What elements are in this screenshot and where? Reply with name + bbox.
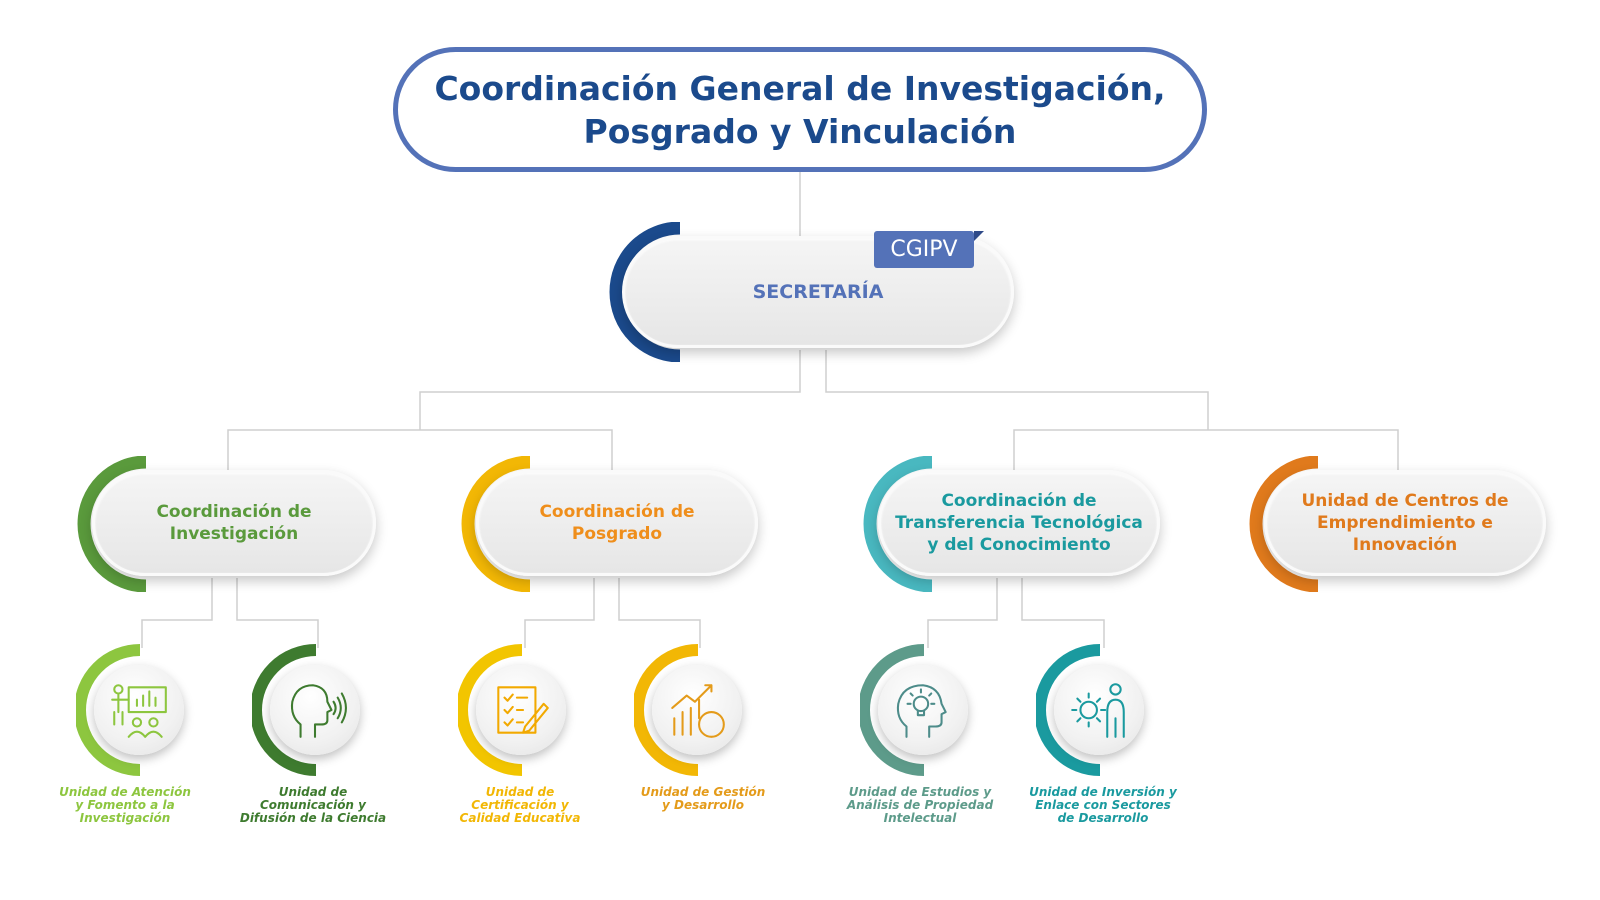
unit-circle-2 xyxy=(270,665,360,755)
main-title-box: Coordinación General de Investigación, P… xyxy=(393,47,1207,172)
coordination-arc-1 xyxy=(77,456,147,592)
title-line-2: Posgrado y Vinculación xyxy=(583,111,1017,151)
title-line-1: Coordinación General de Investigación, xyxy=(434,68,1166,108)
coordination-arc-4 xyxy=(1249,456,1319,592)
coordination-transferencia: Coordinación de Transferencia Tecnológic… xyxy=(878,470,1160,576)
speaking-head-icon xyxy=(290,684,347,738)
unit-label-6: Unidad de Inversión y Enlace con Sectore… xyxy=(1029,785,1177,825)
unit-label-1: Unidad de Atención y Fomento a la Invest… xyxy=(59,785,191,825)
unit-arc-1 xyxy=(76,644,141,776)
checklist-pencil-icon xyxy=(497,686,549,734)
coordination-arc-3 xyxy=(863,456,933,592)
coordination-label-1: Coordinación de Investigación xyxy=(156,502,312,544)
teacher-presentation-icon xyxy=(111,684,167,738)
unit-circle-3 xyxy=(476,665,566,755)
coordination-posgrado: Coordinación de Posgrado xyxy=(476,470,758,576)
unit-circle-6 xyxy=(1054,665,1144,755)
person-gear-icon xyxy=(1071,683,1125,738)
unit-arc-3 xyxy=(458,644,523,776)
unit-circle-4 xyxy=(652,665,742,755)
unit-arc-6 xyxy=(1036,644,1101,776)
coordination-investigacion: Coordinación de Investigación xyxy=(92,470,376,576)
unit-label-5: Unidad de Estudios y Análisis de Propied… xyxy=(846,785,994,825)
secretaria-node: SECRETARÍA xyxy=(622,236,1014,348)
cgipv-badge: CGIPV xyxy=(874,231,974,268)
unit-label-4: Unidad de Gestión y Desarrollo xyxy=(640,785,766,812)
secretaria-label: SECRETARÍA xyxy=(752,281,884,303)
unit-circle-1 xyxy=(94,665,184,755)
idea-head-icon xyxy=(896,684,947,738)
coordination-label-2: Coordinación de Posgrado xyxy=(539,502,695,544)
unit-circle-5 xyxy=(878,665,968,755)
coordination-label-3: Coordinación de Transferencia Tecnológic… xyxy=(895,491,1143,555)
unit-arc-2 xyxy=(252,644,317,776)
secretaria-arc xyxy=(609,222,681,362)
growth-chart-icon xyxy=(671,684,725,738)
coordination-arc-2 xyxy=(461,456,531,592)
unit-arc-4 xyxy=(634,644,699,776)
unit-arc-5 xyxy=(860,644,925,776)
unit-label-2: Unidad de Comunicación y Difusión de la … xyxy=(239,785,387,825)
badge-fold xyxy=(974,231,984,241)
coordination-label-4: Unidad de Centros de Emprendimiento e In… xyxy=(1301,491,1509,555)
unit-label-3: Unidad de Certificación y Calidad Educat… xyxy=(459,785,581,825)
unidad-emprendimiento: Unidad de Centros de Emprendimiento e In… xyxy=(1264,470,1546,576)
